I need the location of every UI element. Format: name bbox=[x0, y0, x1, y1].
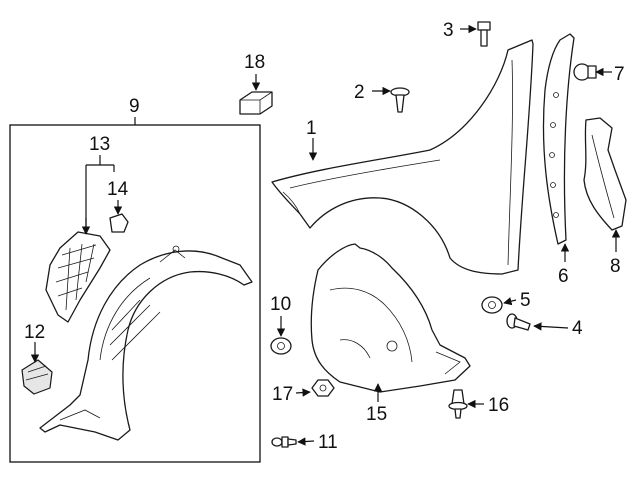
callout-15: 15 bbox=[366, 404, 387, 425]
part-6-seal-strip bbox=[542, 33, 575, 245]
callout-5: 5 bbox=[520, 290, 531, 311]
callout-2: 2 bbox=[354, 82, 365, 103]
callout-3: 3 bbox=[443, 20, 454, 41]
part-16-push-clip bbox=[448, 389, 468, 419]
callout-16: 16 bbox=[488, 395, 509, 416]
part-7-clip bbox=[573, 63, 597, 81]
callout-12: 12 bbox=[24, 322, 45, 343]
callout-14: 14 bbox=[107, 179, 129, 200]
part-2-push-clip bbox=[390, 87, 410, 113]
part-9-wheel-liner bbox=[39, 245, 253, 441]
callout-11: 11 bbox=[318, 432, 338, 453]
callout-13: 13 bbox=[89, 134, 110, 155]
callout-4: 4 bbox=[572, 318, 583, 339]
callout-8: 8 bbox=[610, 256, 621, 277]
leader-lines bbox=[30, 24, 621, 446]
part-14-clip bbox=[109, 213, 129, 233]
callout-18: 18 bbox=[244, 52, 265, 73]
callout-17: 17 bbox=[272, 384, 293, 405]
part-1-fender bbox=[271, 39, 534, 275]
part-8-insulator bbox=[583, 117, 627, 231]
callout-9: 9 bbox=[129, 96, 140, 117]
part-13-splash-shield bbox=[45, 231, 111, 323]
part-15-fender-liner bbox=[310, 243, 471, 393]
callout-6: 6 bbox=[558, 266, 569, 287]
part-10-nut bbox=[270, 337, 292, 355]
part-18-clip-block bbox=[239, 91, 273, 115]
callout-7: 7 bbox=[614, 64, 625, 85]
callout-1: 1 bbox=[306, 118, 317, 139]
part-4-bolt bbox=[506, 313, 531, 331]
part-17-nut bbox=[311, 379, 335, 397]
part-5-nut bbox=[481, 296, 503, 314]
callout-10: 10 bbox=[270, 294, 291, 315]
part-3-bolt bbox=[477, 21, 491, 47]
part-11-push-clip bbox=[271, 436, 297, 448]
part-12-bracket bbox=[21, 359, 53, 395]
